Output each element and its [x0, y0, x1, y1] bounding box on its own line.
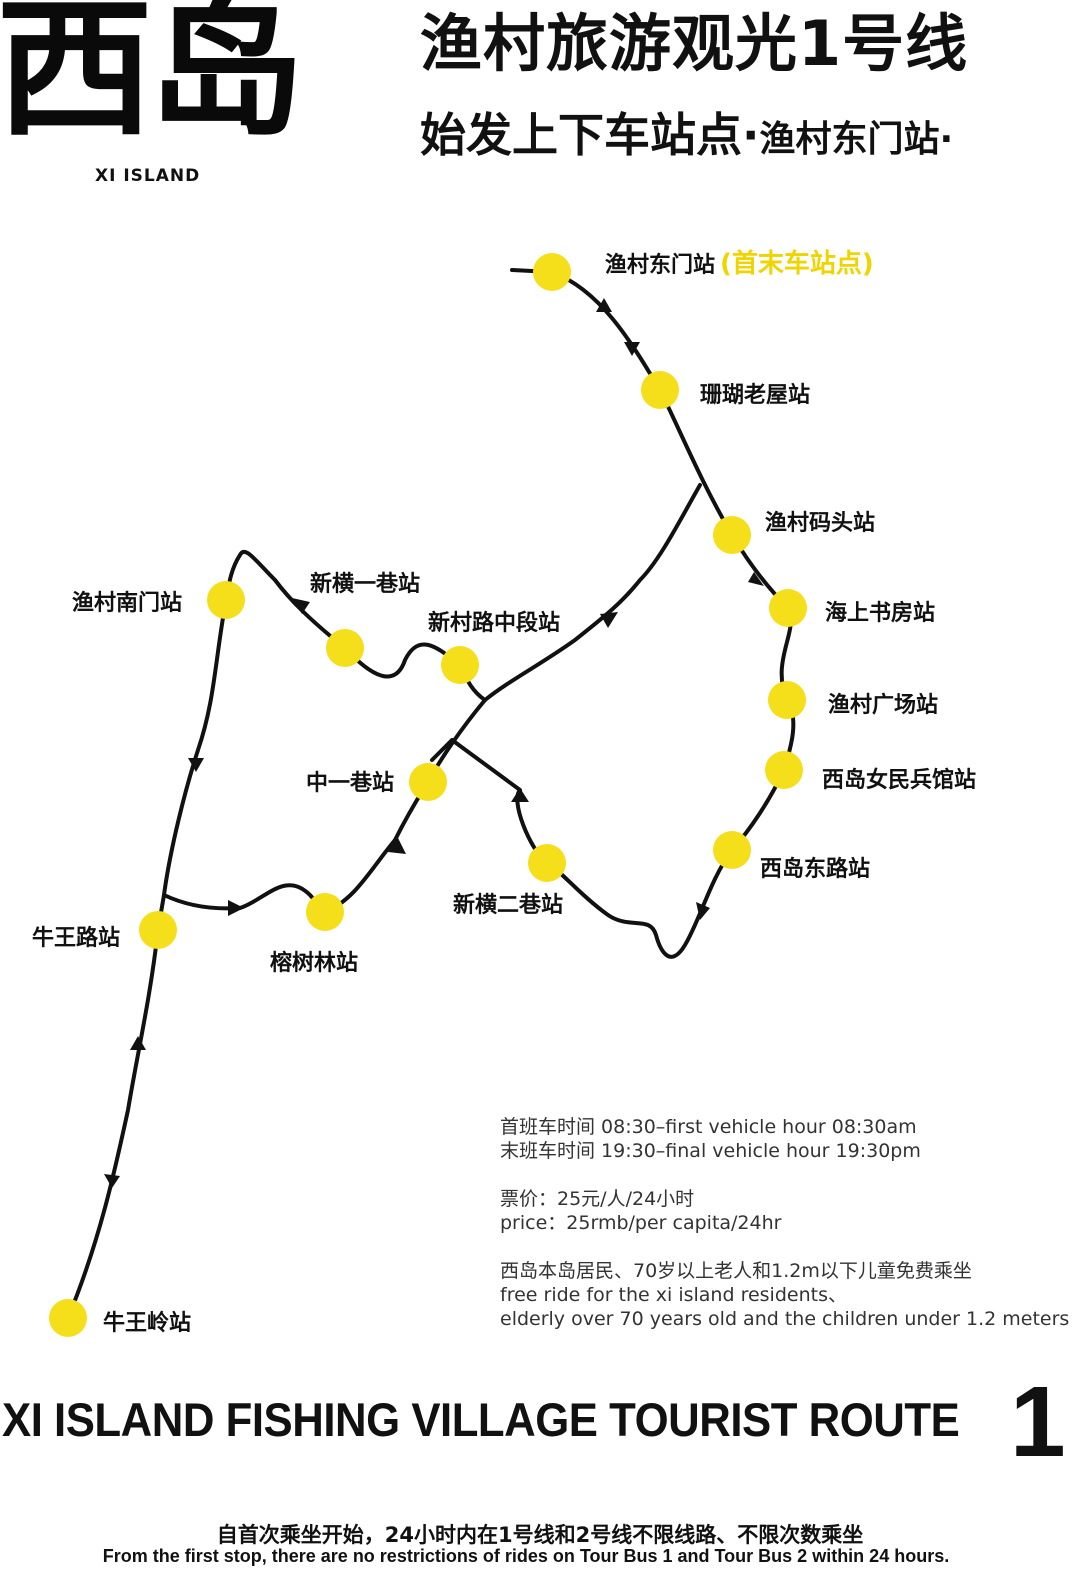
station-label-xinheng-erxiang: 新横二巷站 [453, 892, 563, 918]
direction-arrow [624, 342, 640, 356]
direction-arrow [130, 1036, 146, 1050]
station-label-xidao-donglu: 西岛东路站 [760, 856, 870, 882]
last-bus-time: 末班车时间 19:30–final vehicle hour 19:30pm [500, 1140, 921, 1162]
logo-english: XI ISLAND [95, 166, 201, 186]
station-dot-haishang-shufang[interactable] [769, 589, 807, 627]
direction-arrow [600, 612, 618, 628]
xi-island-logo: 西岛 XI ISLAND [0, 0, 305, 195]
route-segment [66, 928, 160, 1320]
direction-arrow [388, 838, 406, 854]
station-dot-yucun-nanmen[interactable] [207, 581, 245, 619]
page-subtitle: 始发上下车站点·渔村东门站· [420, 102, 953, 173]
direction-arrow [511, 788, 529, 802]
station-dot-niuwang-ling[interactable] [49, 1299, 87, 1337]
direction-arrow [696, 902, 710, 920]
route-segment [156, 598, 228, 932]
station-label-yucun-matou: 渔村码头站 [765, 510, 875, 536]
station-label-rongshulin: 榕树林站 [270, 950, 358, 976]
station-label-zhongyi-xiang: 中一巷站 [306, 771, 394, 796]
station-dot-yucun-dongmen[interactable] [533, 253, 571, 291]
station-dot-xinheng-erxiang[interactable] [528, 844, 566, 882]
station-dot-rongshulin[interactable] [306, 893, 344, 931]
first-bus-time: 首班车时间 08:30–first vehicle hour 08:30am [500, 1116, 917, 1138]
route-segment [483, 483, 702, 702]
footer-note-cn: 自首次乘坐开始，24小时内在1号线和2号线不限线路、不限次数乘坐 [216, 1523, 864, 1547]
station-label-shanhu-laowu: 珊瑚老屋站 [700, 383, 810, 408]
station-label-xidao-minbing: 西岛女民兵馆站 [822, 767, 976, 793]
route-map: 渔村东门站 (首末车站点) 珊瑚老屋站 渔村码头站 海上书房站 渔村广场站 西岛… [32, 248, 976, 1337]
service-info: 首班车时间 08:30–first vehicle hour 08:30am 末… [500, 1115, 1069, 1331]
station-dot-yucun-guangchang[interactable] [768, 681, 806, 719]
direction-arrow [228, 900, 244, 916]
station-label-niuwang-ling: 牛王岭站 [103, 1310, 191, 1336]
page-title: 渔村旅游观光1号线 [420, 7, 969, 80]
direction-arrow [104, 1174, 120, 1188]
route-segment [323, 698, 487, 914]
free-ride-en-2: elderly over 70 years old and the childr… [500, 1308, 1070, 1330]
station-label-yucun-nanmen: 渔村南门站 [72, 590, 182, 616]
free-ride-en-1: free ride for the xi island residents、 [500, 1284, 847, 1306]
terminal-note: (首末车站点) [720, 248, 874, 279]
price-en: price：25rmb/per capita/24hr [500, 1212, 782, 1234]
route-title: XI ISLAND FISHING VILLAGE TOURIST ROUTE [2, 1393, 960, 1446]
route-segment [430, 268, 796, 959]
route-number: 1 [1010, 1366, 1066, 1478]
station-label-xinheng-yixiang: 新横一巷站 [310, 571, 420, 597]
station-dot-niuwang-lu[interactable] [139, 911, 177, 949]
station-dot-xidao-donglu[interactable] [713, 831, 751, 869]
station-dot-xidao-minbing[interactable] [765, 751, 803, 789]
free-ride-cn: 西岛本岛居民、70岁以上老人和1.2m以下儿童免费乘坐 [500, 1260, 972, 1282]
station-label-xincunlu-zhongduan: 新村路中段站 [428, 610, 560, 636]
direction-arrow [748, 572, 764, 586]
logo-chinese: 西岛 [0, 0, 305, 157]
route-segment [162, 883, 327, 914]
direction-arrow [292, 598, 310, 614]
station-label-yucun-dongmen: 渔村东门站 [605, 252, 715, 278]
price-cn: 票价：25元/人/24小时 [500, 1188, 695, 1210]
station-dot-xinheng-yixiang[interactable] [326, 629, 364, 667]
footer-note-en: From the first stop, there are no restri… [102, 1546, 950, 1566]
station-label-niuwang-lu: 牛王路站 [32, 925, 120, 951]
station-dot-yucun-matou[interactable] [713, 516, 751, 554]
station-label-haishang-shufang: 海上书房站 [825, 600, 935, 626]
direction-arrow [596, 298, 612, 312]
subtitle-prefix: 始发上下车站点· [420, 108, 760, 162]
direction-arrow [188, 758, 204, 772]
station-label-yucun-guangchang: 渔村广场站 [828, 692, 938, 718]
station-dot-shanhu-laowu[interactable] [641, 371, 679, 409]
station-dot-xincunlu-zhongduan[interactable] [441, 646, 479, 684]
subtitle-station: 渔村东门站· [759, 119, 954, 160]
station-dot-zhongyi-xiang[interactable] [409, 763, 447, 801]
